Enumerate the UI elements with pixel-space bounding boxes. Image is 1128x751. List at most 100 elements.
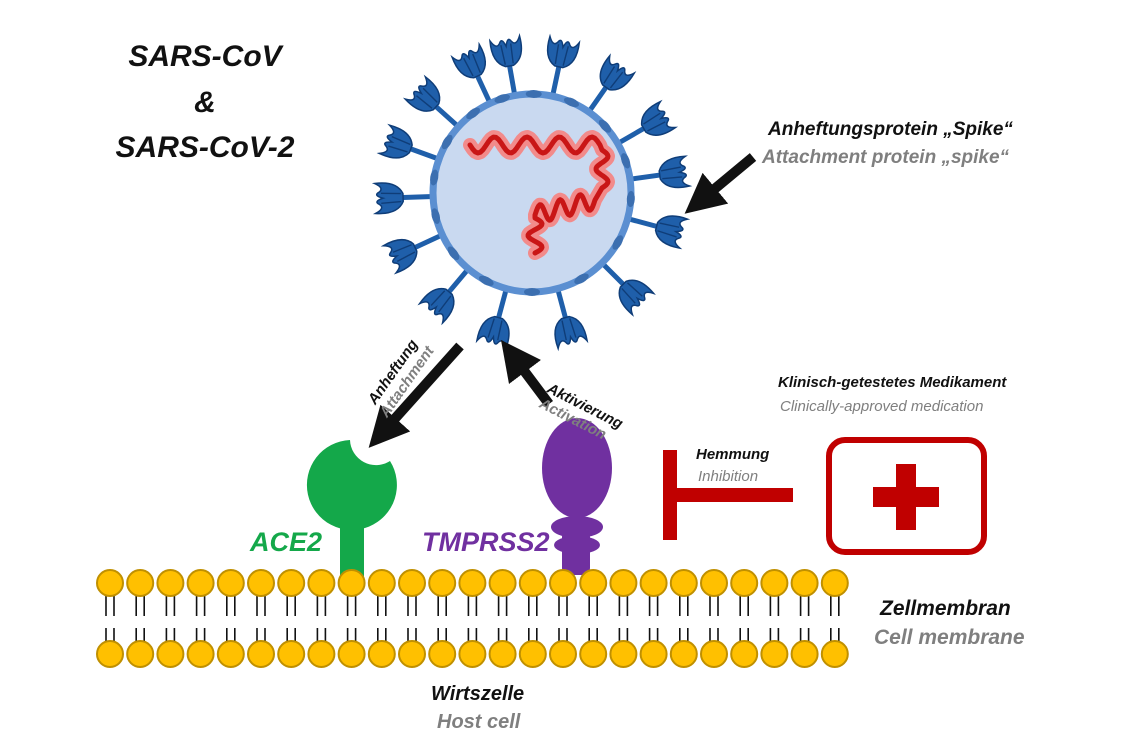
spike-label-de: Anheftungsprotein „Spike“ [768, 119, 1013, 140]
envelope-protein-icon [431, 208, 441, 224]
lipid-head-icon [790, 640, 819, 668]
ace2-label: ACE2 [250, 527, 323, 557]
spike-protein-icon [380, 232, 444, 275]
envelope-protein-icon [525, 90, 542, 99]
lipid-head-icon [96, 569, 124, 597]
lipid-head-icon [700, 640, 728, 668]
lipid-head-icon [609, 640, 638, 668]
lipid-head-icon [277, 640, 306, 668]
lipid-head-icon [126, 640, 155, 668]
lipid-head-icon [428, 640, 457, 668]
lipid-head-icon [639, 640, 668, 668]
spike-protein-icon [371, 182, 434, 215]
title-line-1: SARS-CoV [128, 40, 282, 73]
spike-label-en: Attachment protein „spike“ [762, 147, 1010, 168]
lipid-head-icon [367, 569, 396, 597]
lipid-head-icon [156, 569, 185, 597]
tmprss2-label: TMPRSS2 [422, 527, 550, 557]
spike-pointer-arrow [684, 153, 757, 214]
spike-protein-icon [626, 215, 691, 250]
envelope-protein-icon [524, 288, 540, 296]
tmprss2-protease-icon [542, 418, 612, 575]
lipid-head-icon [186, 640, 215, 668]
spike-proteins [371, 33, 693, 352]
envelope-protein-icon [574, 273, 589, 285]
lipid-head-icon [337, 640, 366, 668]
title-line-2: SARS-CoV-2 [115, 131, 295, 164]
envelope-protein-icon [626, 191, 635, 208]
medication-label-en: Clinically-approved medication [780, 398, 984, 415]
envelope-protein-icon [447, 246, 460, 261]
envelope-protein-icon [563, 97, 579, 108]
ace2-receptor-icon [306, 440, 397, 580]
lipid-head-icon [247, 640, 275, 668]
lipid-head-icon [579, 569, 608, 597]
membrane-label-en: Cell membrane [874, 626, 1025, 649]
host-cell-label-en: Host cell [437, 711, 521, 733]
lipid-head-icon [790, 569, 819, 597]
lipid-head-icon [186, 569, 215, 597]
lipid-head-icon [518, 640, 547, 668]
viral-rna-icon [463, 130, 615, 260]
lipid-head-icon [549, 640, 577, 668]
lipid-head-icon [277, 569, 306, 597]
envelope-protein-icon [598, 119, 612, 133]
lipid-head-icon [398, 569, 426, 597]
lipid-head-icon [730, 569, 759, 597]
envelope-protein-icon [466, 107, 480, 120]
title-ampersand: & [194, 86, 216, 119]
medical-cross-icon [826, 437, 987, 555]
spike-protein-icon [488, 33, 523, 96]
lipid-head-icon [96, 640, 124, 668]
lipid-head-icon [820, 640, 849, 668]
lipid-head-icon [549, 569, 577, 597]
lipid-head-icon [307, 569, 336, 597]
envelope-protein-icon [478, 275, 494, 286]
lipid-head-icon [700, 569, 728, 597]
lipid-head-icon [760, 569, 789, 597]
envelope-protein-icon [430, 169, 439, 186]
lipid-head-icon [760, 640, 789, 668]
lipid-head-icon [518, 569, 547, 597]
lipid-head-icon [609, 569, 638, 597]
spike-protein-icon [376, 123, 440, 162]
envelope-protein-icon [494, 94, 510, 104]
coronavirus-particle-icon [371, 33, 693, 352]
lipid-head-icon [579, 640, 608, 668]
inhibition-t-bar-icon [663, 450, 793, 540]
inhibition-label-en: Inhibition [698, 468, 759, 485]
lipid-head-icon [156, 640, 185, 668]
spike-protein-icon [600, 261, 656, 317]
lipid-head-icon [398, 640, 426, 668]
lipid-head-icon [488, 569, 517, 597]
lipid-head-icon [216, 640, 245, 668]
lipid-head-icon [307, 640, 336, 668]
lipid-head-icon [639, 569, 668, 597]
spike-protein-icon [475, 287, 510, 352]
spike-protein-icon [417, 267, 471, 326]
lipid-bilayer [96, 569, 849, 668]
inhibition-label-de: Hemmung [696, 446, 770, 463]
spike-protein-icon [546, 33, 581, 97]
envelope-protein-icon [612, 235, 624, 250]
lipid-head-icon [367, 640, 396, 668]
envelope-proteins [430, 90, 635, 296]
lipid-head-icon [730, 640, 759, 668]
lipid-head-icon [458, 569, 487, 597]
host-cell-label-de: Wirtszelle [431, 683, 525, 705]
spike-protein-icon [586, 53, 637, 114]
spike-protein-icon [629, 155, 693, 189]
lipid-head-icon [428, 569, 457, 597]
attachment-arrow [368, 342, 464, 448]
spike-protein-icon [450, 41, 493, 105]
lipid-head-icon [337, 569, 366, 597]
lipid-head-icon [488, 640, 517, 668]
spike-protein-icon [402, 74, 461, 129]
lipid-head-icon [669, 640, 698, 668]
spike-protein-icon [616, 99, 679, 146]
lipid-head-icon [126, 569, 155, 597]
lipid-head-icon [669, 569, 698, 597]
lipid-head-icon [247, 569, 275, 597]
